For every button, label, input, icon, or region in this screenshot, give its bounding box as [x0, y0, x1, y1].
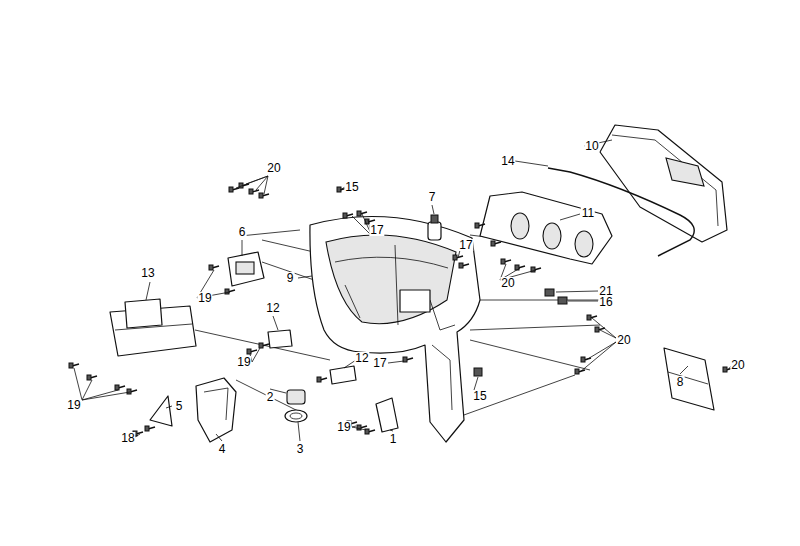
callout-number: 13	[140, 267, 155, 279]
callout-number: 14	[500, 155, 515, 167]
front-cover	[310, 217, 480, 442]
callout-number: 20	[616, 334, 631, 346]
screw	[474, 368, 482, 376]
callout-number: 4	[218, 443, 227, 455]
callout-number: 19	[197, 292, 212, 304]
callout-number: 12	[354, 352, 369, 364]
plate	[664, 348, 714, 410]
leader-line	[74, 140, 731, 441]
clip	[330, 366, 356, 384]
cylinder	[287, 390, 305, 404]
module-box	[110, 299, 196, 356]
callout-number: 16	[598, 296, 613, 308]
callout-number: 8	[676, 376, 685, 388]
ring	[285, 410, 307, 422]
callout-number: 9	[286, 272, 295, 284]
callout-number: 19	[336, 421, 351, 433]
callout-number: 17	[458, 239, 473, 251]
clip	[268, 330, 292, 348]
callout-number: 15	[472, 390, 487, 402]
small-bracket	[228, 252, 264, 286]
callout-number: 20	[500, 277, 515, 289]
lid-panel	[480, 192, 612, 264]
bolt	[545, 289, 554, 296]
knob	[428, 215, 441, 240]
triangle-bracket	[150, 396, 172, 426]
ring	[290, 413, 302, 419]
housing	[196, 378, 236, 442]
callout-number: 5	[175, 400, 184, 412]
callout-number: 15	[344, 181, 359, 193]
callout-number: 17	[369, 224, 384, 236]
callout-number: 19	[66, 399, 81, 411]
callout-number: 20	[266, 162, 281, 174]
callout-number: 6	[238, 226, 247, 238]
callout-number: 3	[296, 443, 305, 455]
callout-number: 18	[120, 432, 135, 444]
bolt	[558, 297, 567, 304]
inner-panel	[600, 125, 727, 242]
callout-number: 11	[581, 207, 595, 219]
screw-set	[69, 183, 733, 436]
callout-number: 12	[265, 302, 280, 314]
callout-number: 17	[372, 357, 387, 369]
callout-number: 2	[266, 391, 275, 403]
callout-number: 1	[389, 433, 398, 445]
side-bracket	[376, 398, 398, 432]
callout-number: 19	[236, 356, 251, 368]
callout-number: 20	[730, 359, 745, 371]
callout-number: 10	[584, 140, 599, 152]
callout-number: 7	[428, 191, 437, 203]
